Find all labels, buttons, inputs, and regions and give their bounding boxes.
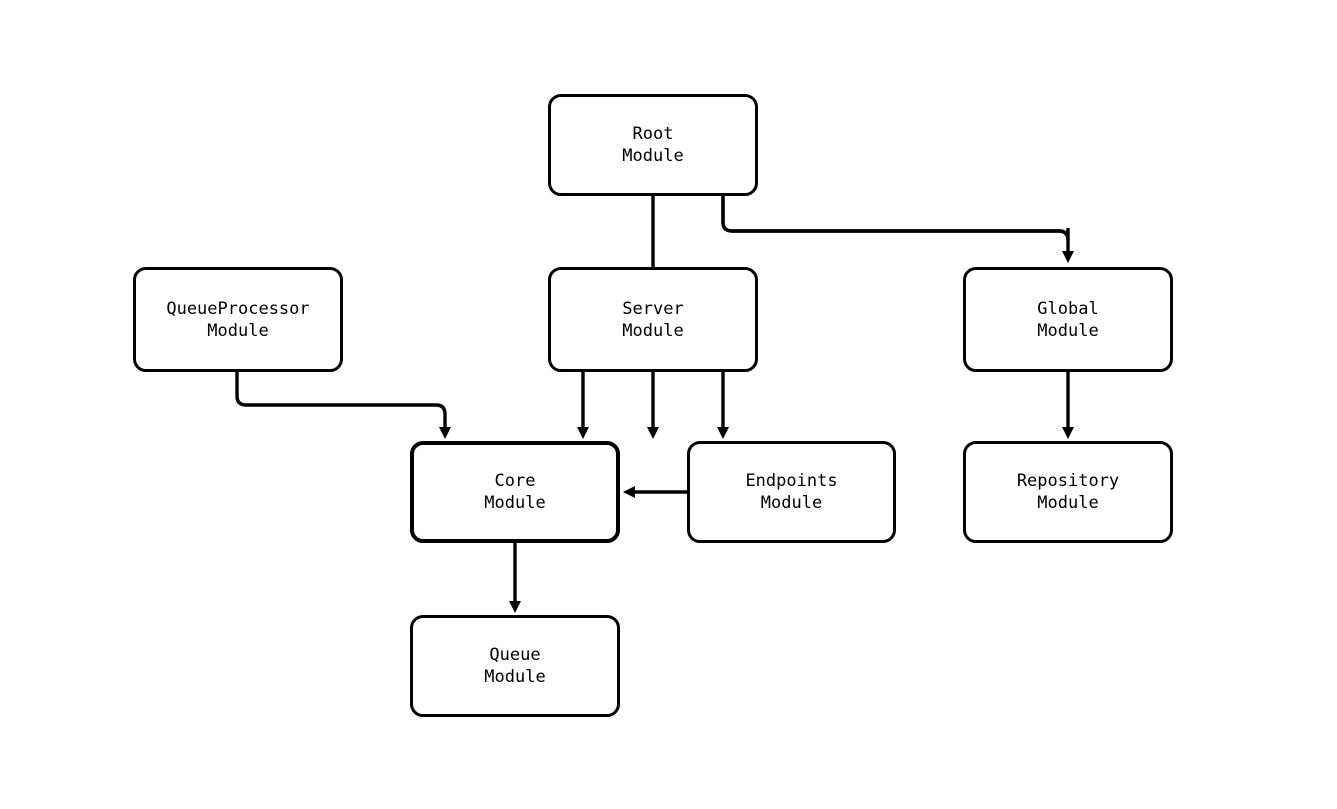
node-endpoints-title: Endpoints [745, 471, 838, 491]
node-server-title: Server [622, 298, 684, 319]
node-queueprocessor-subtitle: Module [207, 320, 269, 341]
node-queue-subtitle: Module [484, 667, 546, 687]
node-repository-subtitle: Module [1037, 493, 1099, 513]
node-global-title: Global [1037, 298, 1099, 319]
node-core-title: Core [494, 471, 536, 491]
node-root-title: Root [632, 124, 674, 144]
node-server-subtitle: Module [622, 320, 684, 341]
edge-queueprocessor-core [235, 372, 451, 439]
node-queue-title: Queue [489, 645, 541, 665]
node-queueprocessor-title: QueueProcessor [166, 298, 310, 319]
edge-root-global [721, 196, 1074, 263]
node-endpoints-subtitle: Module [760, 493, 823, 513]
node-core-subtitle: Module [484, 493, 546, 513]
node-root-subtitle: Module [622, 146, 684, 166]
node-global-subtitle: Module [1037, 320, 1099, 341]
node-repository-title: Repository [1016, 471, 1120, 491]
